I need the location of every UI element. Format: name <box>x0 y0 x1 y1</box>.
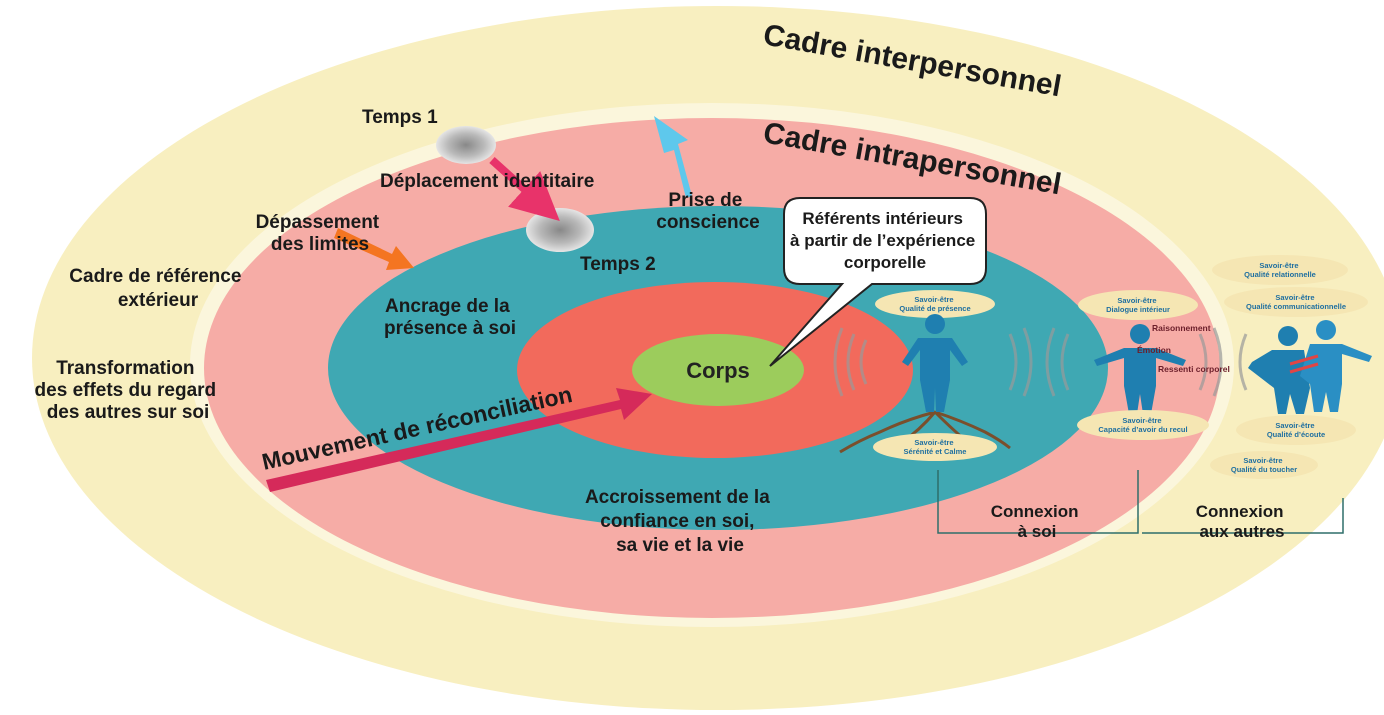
depassement-arrow <box>334 228 414 270</box>
figure-3-label-3: Savoir-être Qualité d’écoute <box>1267 421 1325 439</box>
figure-2-bottom-label: Savoir-être Capacité d’avoir du recul <box>1098 416 1187 434</box>
deplacement-arrow <box>489 157 560 222</box>
label-raisonnement: Raisonnement <box>1152 323 1211 333</box>
label-temps-1: Temps 1 <box>362 107 438 128</box>
person-icon <box>1248 326 1310 414</box>
label-connexion-soi: Connexion à soi <box>991 502 1084 541</box>
figure-1-bottom-label: Savoir-être Sérénité et Calme <box>904 438 967 456</box>
figure-2-top-label: Savoir-être Dialogue intérieur <box>1106 296 1170 314</box>
figure-1-top-label: Savoir-être Qualité de présence <box>899 295 970 313</box>
figure-3-label-1: Savoir-être Qualité relationnelle <box>1244 261 1316 279</box>
label-ancrage: Ancrage de la présence à soi <box>384 296 516 339</box>
figure-2-top-label-bg <box>1078 290 1198 320</box>
label-deplacement: Déplacement identitaire <box>380 171 594 192</box>
figure-3-label-2-bg <box>1224 287 1368 317</box>
label-corps: Corps <box>686 358 750 383</box>
figure-1-top-label-bg <box>875 290 995 318</box>
label-ressenti: Ressenti corporel <box>1158 364 1230 374</box>
figure-3-label-1-bg <box>1212 255 1348 285</box>
connexion-brackets <box>937 470 1344 534</box>
label-cadre-reference: Cadre de référence extérieur <box>69 266 246 311</box>
label-temps-2: Temps 2 <box>580 254 656 275</box>
figure-3-label-4-bg <box>1210 451 1318 479</box>
wave-arcs <box>833 327 1248 397</box>
figure-3: Savoir-être Qualité relationnelle Savoir… <box>1210 255 1372 479</box>
figure-1: Savoir-être Qualité de présence Savoir-ê… <box>839 290 1011 461</box>
person-icon <box>1300 320 1372 412</box>
label-prise: Prise de conscience <box>656 190 760 233</box>
corps-ellipse <box>632 334 804 406</box>
label-accroissement: Accroissement de la confiance en soi, sa… <box>585 487 775 556</box>
figure-2: Savoir-être Dialogue intérieur Raisonnem… <box>1077 290 1230 440</box>
label-depassement: Dépassement des limites <box>256 212 385 255</box>
figure-1-bottom-label-bg <box>873 433 997 461</box>
speech-bubble <box>769 197 987 367</box>
label-emotion: Émotion <box>1137 345 1171 355</box>
label-connexion-autres: Connexion aux autres <box>1196 502 1289 541</box>
figure-3-label-3-bg <box>1236 415 1356 445</box>
mouvement-arrow <box>266 388 652 492</box>
person-icon <box>902 314 968 412</box>
connection-zigzag-icon <box>1289 354 1319 374</box>
figure-2-bottom-label-bg <box>1077 410 1209 440</box>
temps-2-dot <box>526 208 594 252</box>
figure-3-label-2: Savoir-être Qualité communicationnelle <box>1246 293 1346 311</box>
label-transformation: Transformation des effets du regard des … <box>35 358 222 423</box>
prise-arrow <box>654 116 692 198</box>
bubble-text: Référents intérieurs à partir de l’expér… <box>790 209 980 272</box>
figure-3-label-4: Savoir-être Qualité du toucher <box>1231 456 1297 474</box>
person-icon <box>1094 324 1186 414</box>
temps-1-dot <box>436 126 496 164</box>
